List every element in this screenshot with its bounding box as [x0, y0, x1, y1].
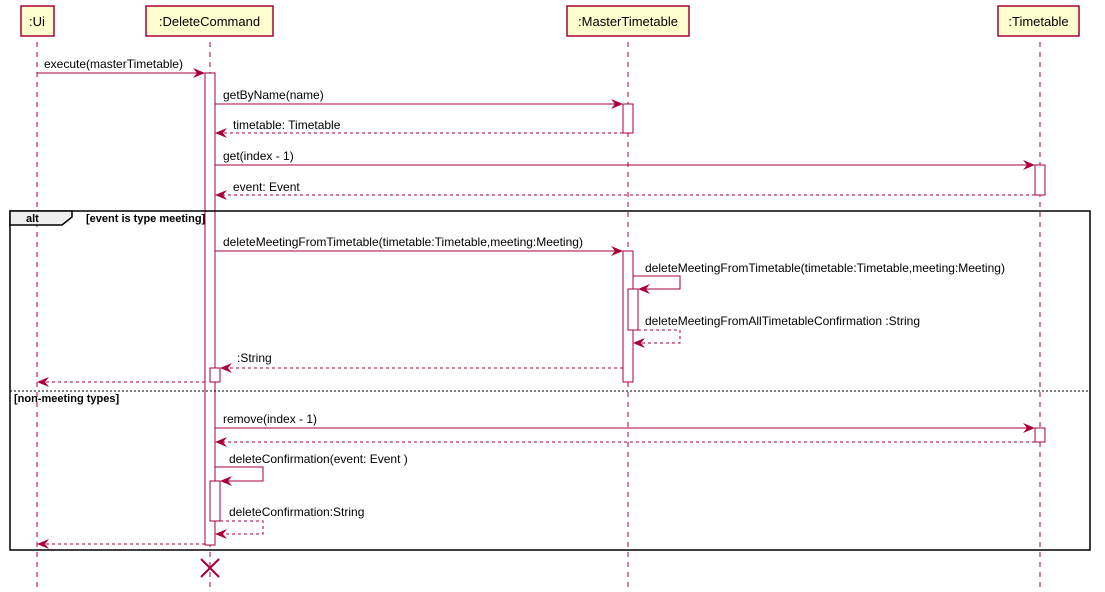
msg-get-label: get(index - 1)	[223, 149, 294, 163]
msg-get-by-name-label: getByName(name)	[223, 88, 324, 102]
msg-delete-meeting-self-label: deleteMeetingFromTimetable(timetable:Tim…	[645, 261, 1005, 275]
msg-execute-label: execute(masterTimetable)	[44, 57, 183, 71]
participant-delete-command-label: :DeleteCommand	[159, 14, 260, 29]
msg-string-return-label: :String	[237, 351, 272, 365]
alt-operator-label: alt	[26, 213, 39, 225]
alt-guard-non-meeting: [non-meeting types]	[14, 393, 119, 405]
alt-fragment: alt [event is type meeting] [non-meeting…	[9, 210, 1091, 551]
alt-guard-meeting: [event is type meeting]	[86, 213, 206, 225]
activation-timetable-2	[1034, 427, 1046, 443]
msg-delete-meeting-confirm-arrow	[633, 329, 681, 348]
msg-delete-confirmation-return-arrow	[215, 520, 264, 539]
participant-ui: :Ui	[20, 5, 55, 37]
msg-delete-confirmation-return-label: deleteConfirmation:String	[229, 505, 364, 519]
activation-master-timetable-1	[622, 103, 634, 134]
msg-delete-meeting-confirm-label: deleteMeetingFromAllTimetableConfirmatio…	[645, 314, 920, 328]
activation-delete-command-return	[209, 367, 221, 383]
participant-ui-label: :Ui	[29, 14, 45, 29]
msg-delete-confirmation-label: deleteConfirmation(event: Event )	[229, 452, 408, 466]
participant-master-timetable-label: :MasterTimetable	[578, 14, 678, 29]
msg-delete-confirmation-self-arrow	[215, 466, 264, 486]
participant-master-timetable: :MasterTimetable	[566, 5, 690, 37]
activation-delete-command-nested	[209, 480, 221, 522]
msg-event-return-label: event: Event	[233, 180, 300, 194]
activation-delete-command-main	[204, 72, 216, 546]
participant-timetable: :Timetable	[997, 5, 1080, 37]
participant-delete-command: :DeleteCommand	[145, 5, 274, 37]
msg-remove-label: remove(index - 1)	[223, 412, 317, 426]
msg-delete-meeting-label: deleteMeetingFromTimetable(timetable:Tim…	[223, 235, 583, 249]
activation-timetable-1	[1034, 164, 1046, 196]
participant-timetable-label: :Timetable	[1008, 14, 1068, 29]
destroy-icon	[200, 558, 220, 578]
activation-master-timetable-nested	[627, 288, 639, 331]
msg-delete-meeting-self-arrow	[633, 275, 681, 294]
msg-timetable-return-label: timetable: Timetable	[233, 118, 341, 132]
